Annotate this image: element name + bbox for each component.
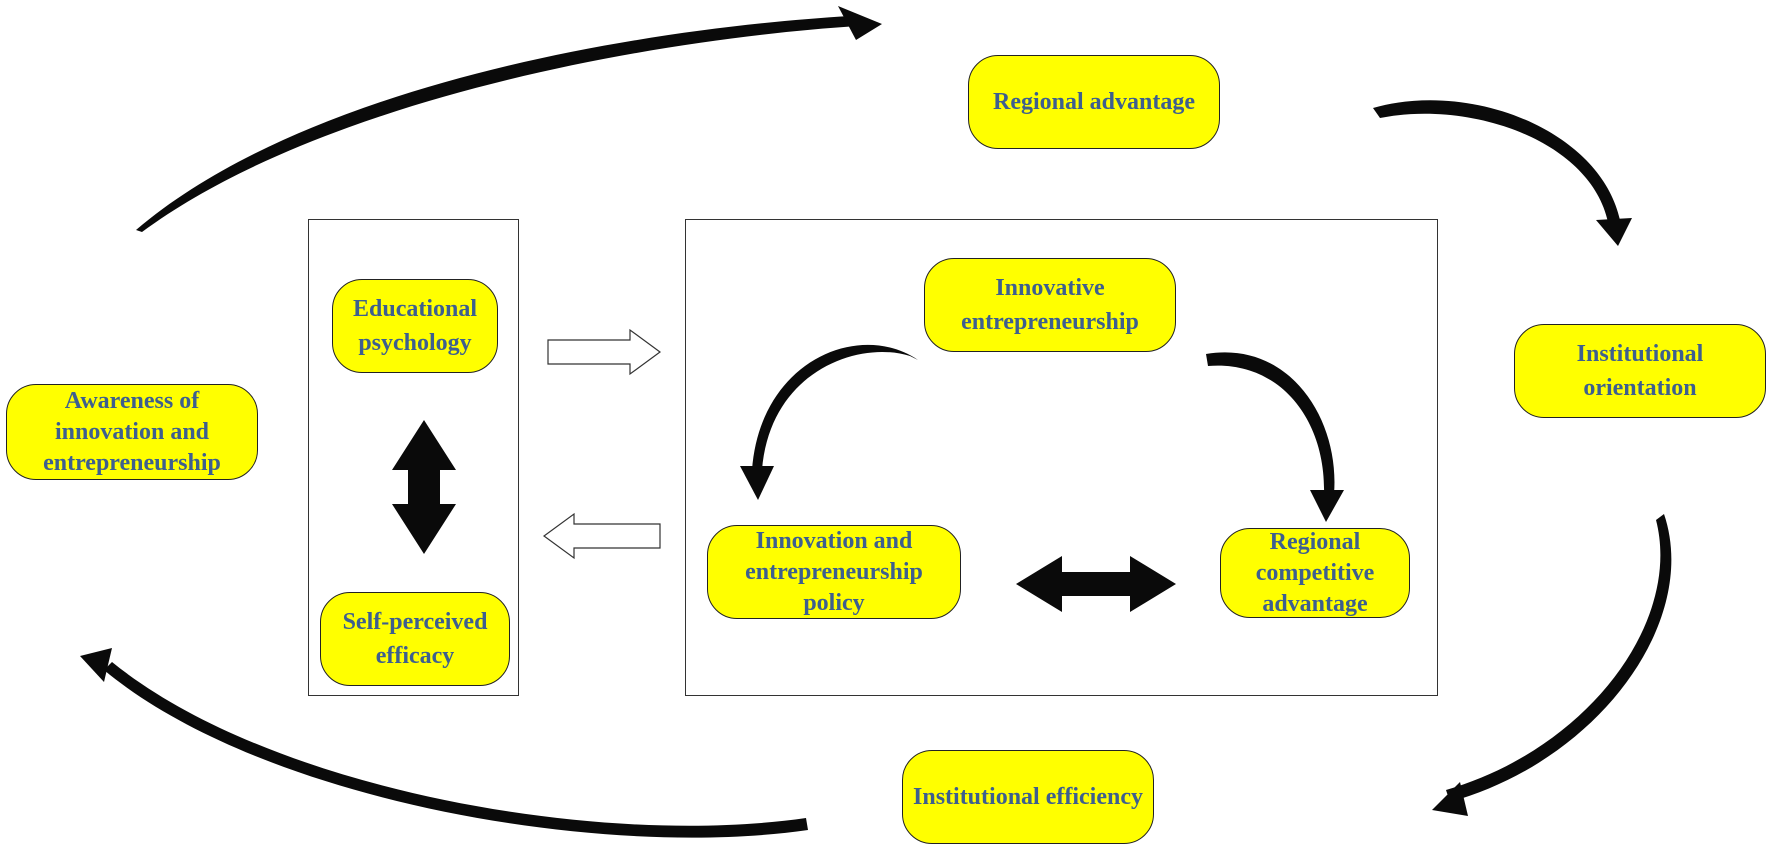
node-policy-label: Innovation and entrepreneurship policy <box>745 527 923 616</box>
node-self-perceived-efficacy: Self-perceived efficacy <box>320 592 510 686</box>
node-educational-psychology: Educational psychology <box>332 279 498 373</box>
node-educational-psychology-label: Educational psychology <box>352 296 478 356</box>
outer-arrowhead-top-left <box>838 6 882 40</box>
node-innovative-entrepreneurship: Innovative entrepreneurship <box>924 258 1176 352</box>
inner-arrowhead-right <box>1310 490 1344 522</box>
inner-arrowhead-left <box>740 466 774 500</box>
outer-arrow-right <box>1446 514 1672 802</box>
node-regional-competitive-advantage: Regional competitive advantage <box>1220 528 1410 618</box>
node-regional-advantage: Regional advantage <box>968 55 1220 149</box>
outer-arrow-top-left <box>136 16 857 232</box>
node-institutional-efficiency-label: Institutional efficiency <box>913 784 1143 810</box>
node-innovative-entrepreneurship-label: Innovative entrepreneurship <box>961 275 1139 335</box>
outer-arrow-top-right <box>1373 100 1620 222</box>
left-frame <box>308 219 519 696</box>
node-regional-competitive-advantage-label: Regional competitive advantage <box>1255 528 1375 617</box>
inner-arrow-left <box>752 344 918 470</box>
right-frame <box>685 219 1438 696</box>
node-self-perceived-efficacy-label: Self-perceived efficacy <box>342 609 488 669</box>
node-policy: Innovation and entrepreneurship policy <box>707 525 961 619</box>
node-institutional-orientation: Institutional orientation <box>1514 324 1766 418</box>
hollow-arrow-right <box>547 328 662 376</box>
hollow-arrow-left <box>542 512 661 560</box>
outer-arrowhead-top-right <box>1596 218 1632 246</box>
node-awareness-label: Awareness of innovation and entrepreneur… <box>43 387 221 476</box>
double-arrow-vertical <box>392 420 456 554</box>
node-institutional-efficiency: Institutional efficiency <box>902 750 1154 844</box>
outer-arrowhead-bottom-left <box>80 648 112 682</box>
node-regional-advantage-label: Regional advantage <box>992 89 1195 115</box>
double-arrow-horizontal <box>1016 556 1176 612</box>
node-awareness: Awareness of innovation and entrepreneur… <box>6 384 258 480</box>
node-institutional-orientation-label: Institutional orientation <box>1576 341 1704 401</box>
outer-arrow-bottom-left <box>104 662 808 838</box>
inner-arrow-right <box>1206 352 1335 494</box>
outer-arrowhead-right <box>1432 782 1468 816</box>
